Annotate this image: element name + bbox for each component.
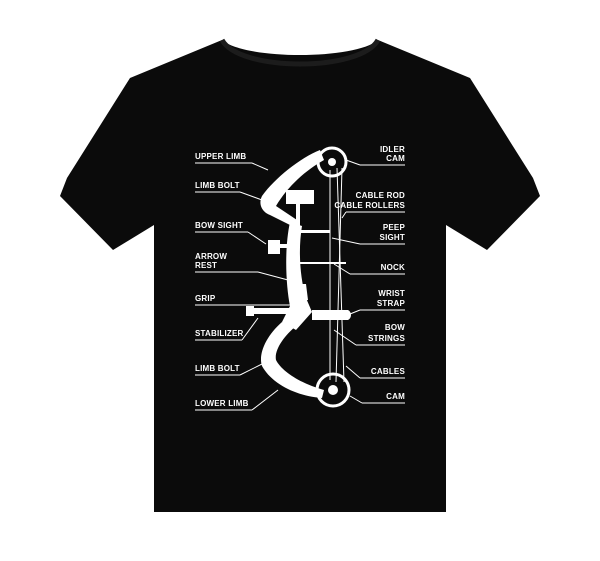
- label-cable-rod: CABLE ROD: [356, 191, 405, 200]
- sight-bar: [296, 204, 300, 248]
- label-limb-bolt-bottom: LIMB BOLT: [195, 364, 240, 373]
- lower-cam-hub: [328, 385, 338, 395]
- label-wrist-strap: STRAP: [377, 299, 406, 308]
- sight-mount: [280, 244, 298, 248]
- label-idler: IDLER: [380, 145, 405, 154]
- cable-rod-shape: [300, 230, 330, 233]
- label-idler-cam: CAM: [386, 154, 405, 163]
- label-stabilizer: STABILIZER: [195, 329, 244, 338]
- label-upper-limb: UPPER LIMB: [195, 152, 246, 161]
- riser-shape: [282, 222, 312, 330]
- stabilizer-weight: [246, 306, 254, 316]
- label-peep-sight: SIGHT: [380, 233, 405, 242]
- sight-housing: [286, 190, 314, 204]
- wrist-strap-shape: [312, 310, 351, 320]
- label-lower-limb: LOWER LIMB: [195, 399, 249, 408]
- left-labels: UPPER LIMB LIMB BOLT BOW SIGHT ARROW RES…: [195, 152, 290, 411]
- upper-limb-shape: [260, 150, 324, 228]
- label-cables: CABLES: [371, 367, 406, 376]
- lower-limb-shape: [260, 322, 324, 398]
- arrow-shaft: [300, 262, 346, 264]
- label-limb-bolt-top: LIMB BOLT: [195, 181, 240, 190]
- label-peep: PEEP: [383, 223, 406, 232]
- label-bow: BOW: [385, 323, 405, 332]
- label-cam: CAM: [386, 392, 405, 401]
- label-bow-sight: BOW SIGHT: [195, 221, 243, 230]
- label-arrow: ARROW: [195, 252, 227, 261]
- cable-line-1: [336, 167, 345, 383]
- cable-line-2: [335, 167, 343, 383]
- label-wrist: WRIST: [378, 289, 405, 298]
- right-labels: IDLER CAM CABLE ROD CABLE ROLLERS PEEP S…: [331, 145, 406, 404]
- label-grip: GRIP: [195, 294, 216, 303]
- stabilizer-shape: [252, 308, 296, 314]
- tshirt-collar: [219, 38, 381, 67]
- idler-cam-hub: [328, 158, 336, 166]
- label-rest: REST: [195, 261, 217, 270]
- label-nock: NOCK: [381, 263, 405, 272]
- sight-pin-block: [268, 240, 280, 254]
- label-cable-rollers: CABLE ROLLERS: [334, 201, 405, 210]
- compound-bow-icon: [246, 146, 351, 408]
- grip-shape: [292, 284, 308, 302]
- label-bow-strings: STRINGS: [368, 334, 405, 343]
